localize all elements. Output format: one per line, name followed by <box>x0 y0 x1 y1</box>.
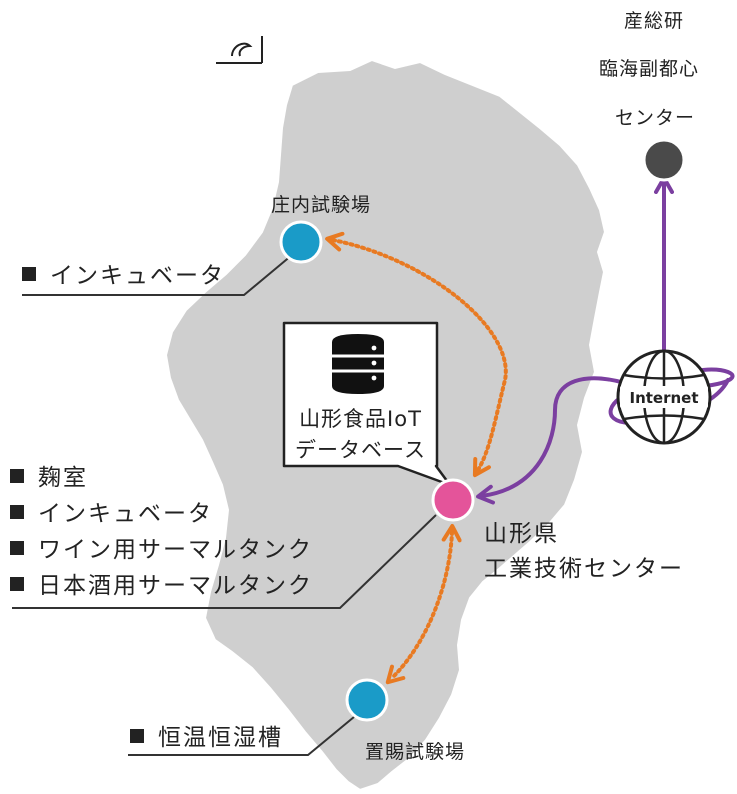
center-equipment-item: インキュベータ <box>10 494 213 528</box>
center-equipment-item: 麹室 <box>10 458 88 492</box>
database-name-line1: 山形食品IoT <box>299 407 422 431</box>
yamagata-center-marker <box>431 478 475 522</box>
globe-icon: Internet <box>616 349 712 445</box>
equipment-label: 恒温恒湿槽 <box>158 725 283 751</box>
okitama-equipment-item: 恒温恒湿槽 <box>130 718 283 752</box>
north-indicator <box>216 36 263 64</box>
yamagata-center-label-line1: 山形県 <box>484 521 559 547</box>
equipment-label: インキュベータ <box>38 501 213 527</box>
center-equipment-item: ワイン用サーマルタンク <box>10 530 313 564</box>
bullet-square-icon <box>10 541 24 555</box>
equipment-label: 麹室 <box>38 465 88 491</box>
bullet-square-icon <box>10 469 24 483</box>
database-name-line2: データベース <box>295 438 426 462</box>
database-callout <box>282 321 452 487</box>
internet-label: Internet <box>629 389 698 407</box>
okitama-site-label: 置賜試験場 <box>365 741 466 763</box>
aist-label-line2: 臨海副都心 <box>599 58 700 80</box>
leader-line-okitama <box>128 711 361 756</box>
bullet-square-icon <box>10 505 24 519</box>
equipment-label: ワイン用サーマルタンク <box>38 537 313 563</box>
data-link-shonai-center <box>325 231 508 478</box>
bullet-square-icon <box>130 729 144 743</box>
yamagata-center-label-line2: 工業技術センター <box>484 556 684 582</box>
shonai-equipment-item: インキュベータ <box>22 256 225 290</box>
aist-site-marker <box>642 138 686 182</box>
database-icon <box>332 334 384 394</box>
aist-label-line1: 産総研 <box>624 10 685 32</box>
aist-label-line3: センター <box>615 107 696 129</box>
bullet-square-icon <box>10 577 24 591</box>
okitama-site-marker <box>345 678 389 722</box>
equipment-label: インキュベータ <box>50 263 225 289</box>
shonai-site-label: 庄内試験場 <box>271 194 372 216</box>
bullet-square-icon <box>22 267 36 281</box>
center-equipment-item: 日本酒用サーマルタンク <box>10 566 313 600</box>
shonai-site-marker <box>279 220 323 264</box>
equipment-label: 日本酒用サーマルタンク <box>38 573 313 599</box>
data-link-center-okitama <box>385 524 462 685</box>
leader-line-shonai <box>22 254 293 296</box>
